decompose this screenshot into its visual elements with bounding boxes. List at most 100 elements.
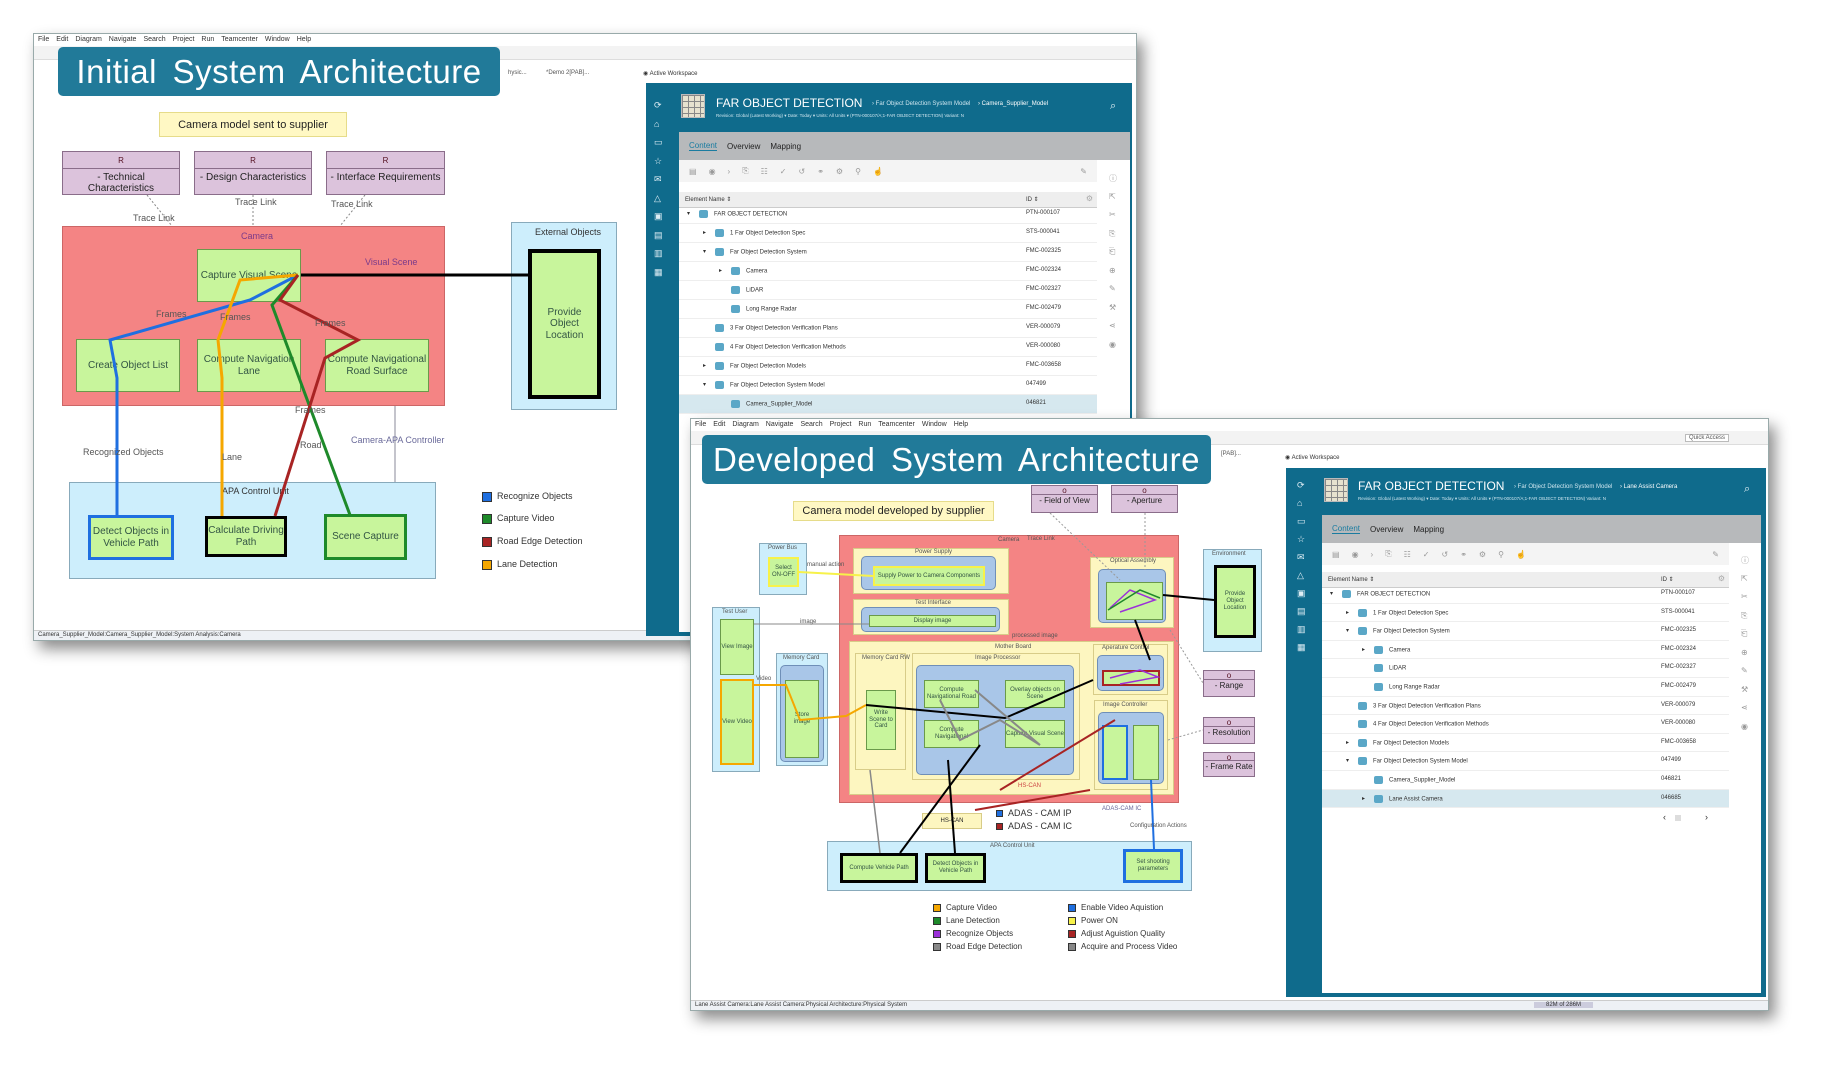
tree-row[interactable]: 4 Far Object Detection Verification Meth… (1322, 715, 1729, 734)
pointer-icon[interactable]: ☝ (1515, 549, 1526, 559)
cut-icon[interactable]: ✂ (1109, 210, 1116, 219)
share-icon[interactable]: ⋖ (1741, 703, 1748, 712)
check-icon[interactable]: ✓ (1422, 549, 1430, 559)
requirement-aperture[interactable]: o- Aperture (1111, 485, 1178, 513)
function-view-image[interactable]: View Image (720, 619, 754, 675)
home-icon[interactable]: ⌂ (654, 118, 660, 129)
tab-mapping[interactable]: Mapping (770, 141, 802, 151)
scroll-thumb[interactable] (1675, 815, 1681, 822)
menu-navigate[interactable]: Navigate (108, 36, 137, 43)
home-icon[interactable]: ⌂ (1297, 498, 1303, 508)
menu-teamcenter[interactable]: Teamcenter (878, 421, 915, 428)
arrow-icon[interactable]: › (727, 166, 731, 176)
tree-row[interactable]: 4 Far Object Detection Verification Meth… (679, 338, 1097, 357)
change-icon[interactable]: ▣ (654, 211, 663, 221)
function-compute-navigation-lane[interactable]: Compute Navigation Lane (197, 339, 301, 392)
pointer-icon[interactable]: ☝ (872, 166, 883, 176)
inbox-icon[interactable]: ✉ (1297, 552, 1305, 562)
menu-window[interactable]: Window (921, 421, 947, 428)
collapse-icon[interactable]: ▾ (703, 382, 707, 388)
menu-project[interactable]: Project (172, 36, 195, 43)
requirement-technical[interactable]: R- Technical Characteristics (62, 151, 180, 195)
edit-icon[interactable]: ✎ (1080, 166, 1087, 176)
function-select-on-off[interactable]: Select ON-OFF (768, 557, 799, 587)
function-parameters[interactable] (1133, 725, 1159, 780)
scroll-right-button[interactable]: › (1705, 812, 1708, 823)
tree-row[interactable]: 3 Far Object Detection Verification Plan… (679, 319, 1097, 338)
search-icon[interactable]: ⌕ (1744, 483, 1751, 495)
copy-icon[interactable]: ⎘ (1109, 228, 1116, 238)
menu-file[interactable]: File (38, 36, 50, 43)
table-icon[interactable]: ▤ (1332, 549, 1340, 559)
schedule-icon[interactable]: ▤ (654, 229, 663, 240)
menu-run[interactable]: Run (858, 421, 872, 428)
breadcrumb-item[interactable]: › Far Object Detection System Model (872, 101, 971, 107)
workspace-tab[interactable]: ◉ Active Workspace (1285, 455, 1340, 461)
collapse-icon[interactable]: ▾ (687, 211, 691, 217)
query-icon[interactable]: ▦ (1297, 642, 1306, 652)
function-provide-object-location[interactable]: Provide Object Location (1214, 565, 1256, 638)
breadcrumb-item[interactable]: › Far Object Detection System Model (1514, 484, 1613, 490)
requirement-range[interactable]: o- Range (1203, 670, 1255, 697)
editor-tab[interactable]: *Demo 2[PAB]... (546, 70, 590, 76)
quick-access-field[interactable]: Quick Access (1685, 434, 1730, 442)
tab-mapping[interactable]: Mapping (1413, 524, 1445, 534)
structure-icon[interactable]: ⚙ (835, 166, 844, 176)
tree-row[interactable]: 3 Far Object Detection Verification Plan… (1322, 697, 1729, 716)
table-icon[interactable]: ▤ (689, 166, 697, 176)
column-header-id[interactable]: ID ⇕ (1661, 577, 1674, 583)
requirement-interface[interactable]: R- Interface Requirements (326, 151, 445, 195)
structure-icon[interactable]: ⚙ (1478, 549, 1487, 559)
paste-icon[interactable]: ⎗ (1741, 629, 1748, 638)
expand-icon[interactable]: ▸ (1362, 795, 1366, 802)
share-icon[interactable]: ⇱ (1741, 573, 1748, 583)
query-icon[interactable]: ▦ (654, 266, 663, 277)
function-compute-vehicle-path[interactable]: Compute Vehicle Path (840, 853, 918, 883)
share-icon[interactable]: ⋖ (1109, 321, 1116, 330)
filter-icon[interactable]: ⚲ (1498, 549, 1504, 559)
tools-icon[interactable]: ⚒ (1741, 684, 1749, 694)
function-compute-road[interactable]: Compute Navigational Road (924, 680, 979, 708)
requirement-resolution[interactable]: o- Resolution (1203, 717, 1255, 744)
undo-icon[interactable]: ↺ (798, 166, 806, 176)
menu-teamcenter[interactable]: Teamcenter (221, 36, 258, 43)
report-icon[interactable]: ▥ (1297, 624, 1306, 634)
function-provide-object-location[interactable]: Provide Object Location (528, 249, 601, 399)
menu-help[interactable]: Help (953, 421, 969, 428)
settings-icon[interactable]: ⚙ (1085, 194, 1093, 203)
breadcrumb-item[interactable]: › Lane Assist Camera (1620, 484, 1678, 490)
arrow-icon[interactable]: › (1370, 549, 1374, 559)
tab-content[interactable]: Content (1332, 524, 1361, 534)
star-icon[interactable]: ☆ (654, 155, 663, 166)
editor-tab[interactable]: hysic... (508, 70, 527, 76)
search-icon[interactable]: ⌕ (1110, 100, 1117, 112)
function-display-image[interactable]: Display image (869, 615, 996, 627)
requirement-design[interactable]: R- Design Characteristics (194, 151, 312, 195)
scroll-left-button[interactable]: ‹ (1663, 812, 1666, 823)
edit-icon[interactable]: ✎ (1712, 549, 1719, 559)
settings-icon[interactable]: ⚙ (1717, 574, 1725, 583)
function-shooting[interactable] (1102, 725, 1128, 780)
cut-icon[interactable]: ✂ (1741, 592, 1748, 601)
menu-project[interactable]: Project (829, 421, 852, 428)
expand-icon[interactable]: ▸ (703, 230, 707, 236)
function-aperture[interactable] (1102, 670, 1160, 686)
filter-icon[interactable]: ⚲ (855, 166, 861, 176)
star-icon[interactable]: ☆ (1297, 534, 1306, 544)
expand-icon[interactable]: ▸ (1346, 609, 1350, 616)
expand-icon[interactable]: ▸ (703, 363, 707, 369)
function-calculate-driving-path[interactable]: Calculate Driving Path (205, 516, 287, 557)
